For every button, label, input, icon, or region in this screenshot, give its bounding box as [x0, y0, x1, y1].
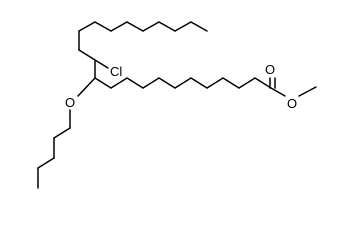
carbon-chlorine-bond: [94, 59, 109, 69]
methyl-ester-bond: [298, 86, 317, 97]
main-chain-bond: [222, 77, 240, 89]
chlorine-atom-label: Cl: [110, 64, 122, 79]
alkyl-chain-bond: [142, 21, 160, 32]
alkyl-chain-bond: [190, 21, 208, 32]
main-chain-bond: [190, 77, 208, 89]
alkyl-chain-bond: [94, 21, 112, 32]
main-chain-bond: [254, 77, 272, 89]
main-chain-bond: [94, 77, 112, 89]
main-chain-bond: [158, 77, 176, 89]
main-chain-bond: [126, 77, 144, 89]
alkyl-chain-bond: [126, 21, 144, 32]
main-chain-bond: [206, 77, 224, 89]
carbon-oxygen-ether-bond: [77, 77, 96, 97]
alkyl-chain-bond: [158, 21, 176, 32]
bond-layer: [37, 21, 317, 189]
alkyl-chain-bond: [110, 21, 128, 32]
structural-formula: Cl O O O: [37, 21, 317, 189]
alkyl-chain-bond: [78, 49, 96, 61]
ether-oxygen-atom-label: O: [65, 95, 75, 110]
carbonyl-oxygen-atom-label: O: [265, 62, 275, 77]
alkyl-chain-bond: [78, 21, 96, 32]
ester-oxygen-atom-label: O: [287, 96, 297, 111]
structure-canvas: Cl O O O: [37, 21, 317, 189]
butyl-chain-bond: [53, 127, 71, 139]
main-chain-bond: [174, 77, 192, 89]
main-chain-bond: [110, 77, 128, 89]
ester-oxygen-bond: [270, 87, 286, 97]
alkyl-chain-bond: [174, 21, 192, 32]
main-chain-bond: [238, 77, 256, 89]
main-chain-bond: [142, 77, 160, 89]
butyl-chain-bond: [37, 157, 55, 169]
